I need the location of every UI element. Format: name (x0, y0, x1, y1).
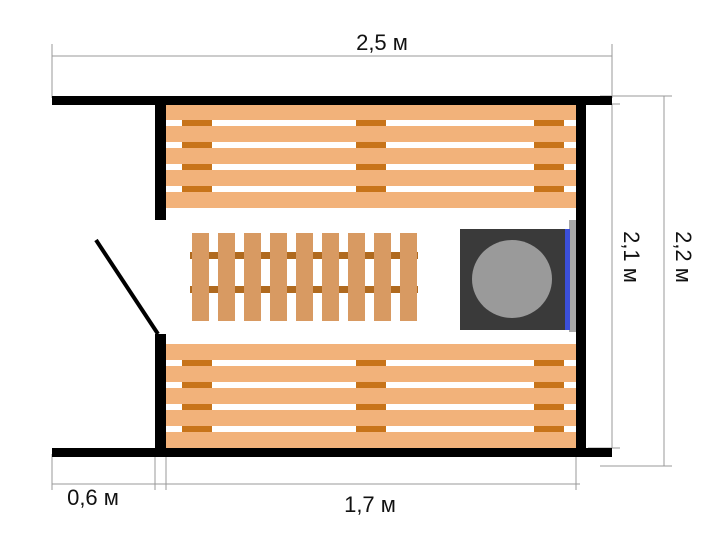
wall-right (576, 96, 586, 457)
stove-stones (472, 240, 552, 318)
stove-icon (460, 220, 578, 332)
bench-supports (182, 360, 564, 432)
partition-upper (155, 96, 166, 220)
grate-slat (348, 233, 365, 321)
dimension-entry-width: 0,6 м (67, 485, 119, 510)
grate-slat (218, 233, 235, 321)
grate-slat (244, 233, 261, 321)
grate-slat (374, 233, 391, 321)
bench-plank (166, 366, 576, 382)
dimension-inner-height: 2,1 м (619, 231, 644, 283)
floor-grate (190, 233, 418, 321)
partition-lower (155, 334, 166, 457)
bench-bottom (166, 344, 576, 448)
grate-slat (192, 233, 209, 321)
dimension-total-width: 2,5 м (356, 30, 408, 55)
bench-plank (166, 192, 576, 208)
dimension-room-width: 1,7 м (344, 492, 396, 517)
grate-slat (296, 233, 313, 321)
bench-plank (166, 104, 576, 120)
wall-bottom (52, 448, 612, 457)
bench-plank (166, 126, 576, 142)
bench-plank (166, 388, 576, 404)
dimension-lines (51, 44, 672, 490)
grate-slat (322, 233, 339, 321)
stove-back (569, 220, 578, 332)
bench-supports (182, 120, 564, 192)
bench-plank (166, 148, 576, 164)
door-leaf-icon (94, 238, 160, 336)
stove-screen (565, 229, 570, 330)
dimension-total-height: 2,2 м (671, 231, 696, 283)
bench-plank (166, 344, 576, 360)
bench-plank (166, 410, 576, 426)
bench-plank (166, 432, 576, 448)
bench-top (166, 104, 576, 208)
walls (52, 96, 612, 457)
wall-top (52, 96, 612, 105)
bench-plank (166, 170, 576, 186)
grate-slat (400, 233, 417, 321)
grate-slat (270, 233, 287, 321)
